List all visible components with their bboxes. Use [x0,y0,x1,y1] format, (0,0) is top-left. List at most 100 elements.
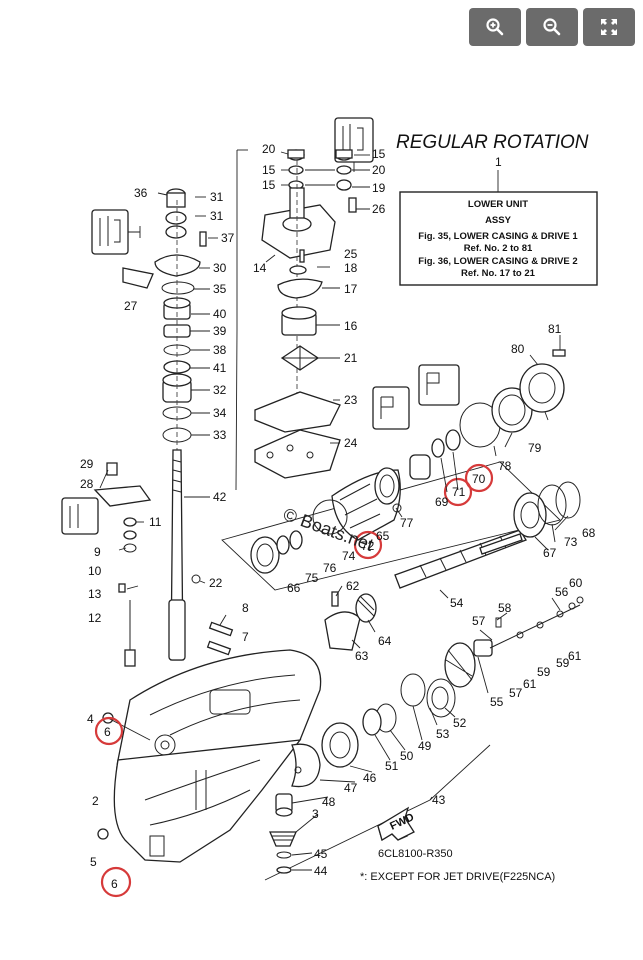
callout-28: 28 [80,477,94,491]
callout-19: 19 [372,181,386,195]
callout-58: 58 [498,601,512,615]
callout-40: 40 [213,307,227,321]
water-pump-group [235,117,374,491]
callout-50: 50 [400,749,414,763]
callout-30: 30 [213,261,227,275]
callout-15-lower: 15 [262,178,276,192]
propeller-shaft-group [264,596,584,881]
callout-43: 43 [432,793,446,807]
callout-80: 80 [511,342,525,356]
callout-13: 13 [88,587,102,601]
callout-64: 64 [378,634,392,648]
info-line-2: ASSY [485,215,512,226]
callout-72: 72 [361,539,375,553]
callout-14: 14 [253,261,267,275]
callout-32: 32 [213,383,227,397]
callout-54: 54 [450,596,464,610]
callout-59-lower: 59 [537,665,551,679]
zoom-in-button[interactable] [469,8,521,46]
callout-81: 81 [548,322,562,336]
callout-16: 16 [344,319,358,333]
fullscreen-button[interactable] [583,8,635,46]
footnote: *: EXCEPT FOR JET DRIVE(F225NCA) [360,871,555,883]
callout-5: 5 [90,855,97,869]
callout-21: 21 [344,351,358,365]
diagram-title: REGULAR ROTATION [396,132,589,153]
magnifier-plus-icon [486,18,504,36]
callout-44: 44 [314,864,328,878]
callout-33: 33 [213,428,227,442]
info-line-5: Fig. 36, LOWER CASING & DRIVE 2 [418,256,577,267]
callout-67: 67 [543,546,557,560]
callout-numbers: 20 15 15 20 15 19 26 25 18 17 16 21 23 2… [80,142,596,891]
callout-39: 39 [213,324,227,338]
callout-18: 18 [344,261,358,275]
callout-31-lower: 31 [210,209,224,223]
callout-38: 38 [213,343,227,357]
callout-26: 26 [372,202,386,216]
callout-61: 61 [568,649,582,663]
callout-20-right: 20 [372,163,386,177]
callout-20: 20 [262,142,276,156]
callout-75: 75 [305,571,319,585]
callout-23: 23 [344,393,358,407]
callout-27: 27 [124,299,138,313]
callout-15: 15 [262,163,276,177]
callout-31: 31 [210,190,224,204]
callout-78: 78 [498,459,512,473]
callout-47: 47 [344,781,358,795]
callout-65: 65 [376,529,390,543]
callout-1: 1 [495,155,502,169]
drive-shaft-housing-group [221,349,581,651]
callout-62: 62 [346,579,360,593]
info-line-4: Ref. No. 2 to 81 [464,243,533,254]
highlight-circles [94,463,494,898]
callout-6-upper: 6 [104,725,111,739]
callout-9: 9 [94,545,101,559]
callout-53: 53 [436,727,450,741]
callout-60: 60 [569,576,583,590]
callout-12: 12 [88,611,102,625]
callout-8: 8 [242,601,249,615]
callout-52: 52 [453,716,467,730]
callout-41: 41 [213,361,227,375]
callout-25: 25 [344,247,358,261]
callout-17: 17 [344,282,358,296]
info-box: LOWER UNIT ASSY Fig. 35, LOWER CASING & … [399,191,598,286]
magnifier-minus-icon [543,18,561,36]
zoom-out-button[interactable] [526,8,578,46]
callout-57: 57 [472,614,486,628]
info-line-6: Ref. No. 17 to 21 [461,268,536,279]
callout-15-right: 15 [372,147,386,161]
callout-76: 76 [323,561,337,575]
callout-55: 55 [490,695,504,709]
callout-34: 34 [213,406,227,420]
callout-79: 79 [528,441,542,455]
callout-6-lower: 6 [111,877,118,891]
callout-59: 59 [556,656,570,670]
callout-74: 74 [342,549,356,563]
callout-56: 56 [555,585,569,599]
callout-69: 69 [435,495,449,509]
callout-73: 73 [564,535,578,549]
callout-66: 66 [287,581,301,595]
info-line-1: LOWER UNIT [468,199,528,210]
callout-35: 35 [213,282,227,296]
callout-3: 3 [312,807,319,821]
callout-61-lower: 61 [523,677,537,691]
callout-36: 36 [134,186,148,200]
callout-7: 7 [242,630,249,644]
callout-11: 11 [149,515,162,529]
callout-42: 42 [213,490,227,504]
callout-4: 4 [87,712,94,726]
callout-68: 68 [582,526,596,540]
shift-rod-group [61,188,234,667]
callout-57-lower: 57 [509,686,523,700]
callout-37: 37 [221,231,235,245]
callout-22: 22 [209,576,223,590]
fwd-arrow: FWD [377,806,416,841]
callout-45: 45 [314,847,328,861]
callout-77: 77 [400,516,414,530]
